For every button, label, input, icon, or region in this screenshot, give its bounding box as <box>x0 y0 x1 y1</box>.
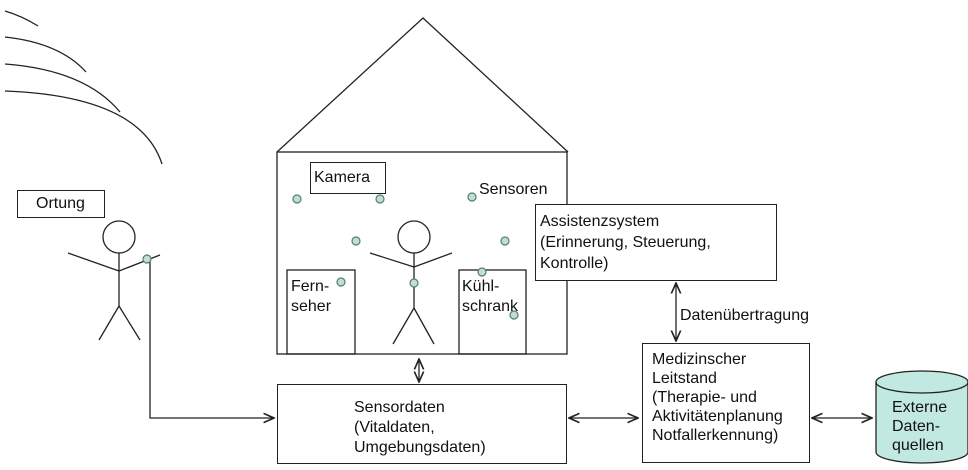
signal-waves <box>4 10 163 165</box>
arrow-ortung-to-sensordaten <box>149 257 274 418</box>
leitstand-line-4: Aktivitätenplanung <box>652 408 783 425</box>
kamera-label: Kamera <box>314 169 371 186</box>
kuehlschrank-label-1: Kühl- <box>462 278 500 295</box>
leitstand-box <box>642 343 810 463</box>
kuehlschrank-label-2: schrank <box>462 298 519 315</box>
sensordaten-box <box>277 384 567 464</box>
ortung-box <box>17 190 105 218</box>
leitstand-line-3: (Therapie- und <box>652 389 757 406</box>
sensor-dot <box>509 310 519 320</box>
fernseher-box <box>286 269 356 355</box>
kamera-box <box>310 162 386 194</box>
sensoren-label: Sensoren <box>479 181 548 198</box>
externe-datenquellen-cylinder <box>875 370 968 464</box>
assistenzsystem-line-3: Kontrolle) <box>540 255 609 272</box>
sensor-dot <box>467 192 477 202</box>
person-outside <box>67 220 161 341</box>
sensordaten-line-1: Sensordaten <box>354 399 445 416</box>
leitstand-line-2: Leitstand <box>652 370 717 387</box>
fernseher-label-1: Fern- <box>291 278 330 295</box>
kuehlschrank-box <box>458 269 527 355</box>
sensor-dot <box>477 267 487 277</box>
externe-line-3: quellen <box>892 437 944 454</box>
assistenzsystem-box <box>535 204 777 281</box>
person-inside <box>369 220 453 345</box>
sensor-dot <box>142 254 152 264</box>
sensor-dot <box>336 277 346 287</box>
externe-line-2: Daten- <box>892 418 941 435</box>
datenuebertragung-label: Datenübertragung <box>680 307 809 324</box>
assistenzsystem-line-2: (Erinnerung, Steuerung, <box>540 234 711 251</box>
fernseher-label-2: seher <box>291 298 332 315</box>
sensor-dot <box>292 194 302 204</box>
leitstand-line-5: Notfallerkennung) <box>652 427 779 444</box>
leitstand-line-1: Medizinscher <box>652 351 747 368</box>
sensor-dot <box>375 194 385 204</box>
house-roof <box>276 17 569 153</box>
sensor-dots <box>142 192 519 320</box>
sensordaten-line-3: Umgebungsdaten) <box>354 439 486 456</box>
sensor-dot <box>351 236 361 246</box>
sensor-dot <box>500 236 510 246</box>
sensordaten-line-2: (Vitaldaten, <box>354 419 435 436</box>
ortung-label: Ortung <box>36 195 85 212</box>
assistenzsystem-line-1: Assistenzsystem <box>540 213 660 230</box>
externe-line-1: Externe <box>892 399 948 416</box>
sensor-dot <box>409 278 419 288</box>
